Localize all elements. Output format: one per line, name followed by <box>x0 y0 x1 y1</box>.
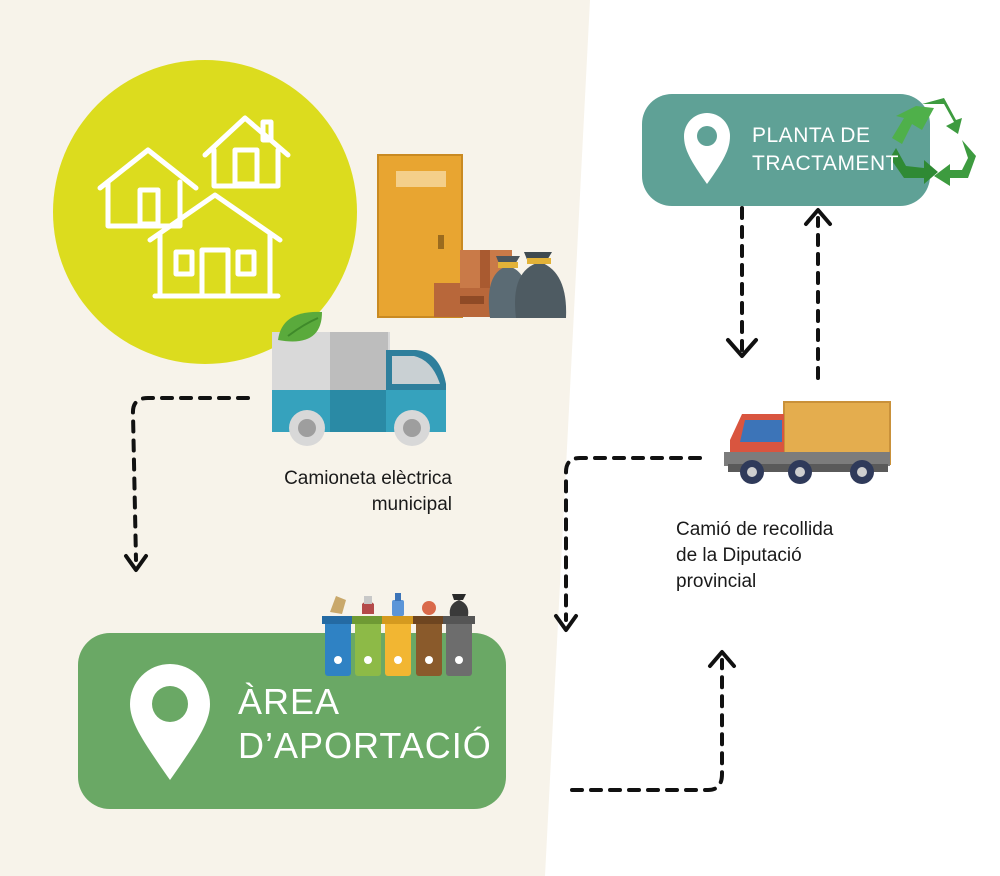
arrow-area-to-truck <box>570 658 724 792</box>
trash-bag-icon <box>488 252 567 318</box>
area-title: ÀREA D’APORTACIÓ <box>238 680 492 768</box>
arrow-van-to-area <box>130 396 250 562</box>
bin-grey <box>443 594 475 676</box>
arrow-truck-to-area <box>564 456 702 622</box>
truck-icon <box>724 401 891 484</box>
flow-arrows <box>130 206 820 792</box>
arrowheads <box>124 208 832 668</box>
houses-circle <box>53 60 357 364</box>
arrowhead-up <box>708 650 736 668</box>
truck-label-line1: Camió de recollida <box>676 519 834 540</box>
truck-label-line2: de la Diputació <box>676 545 802 566</box>
arrowhead-down <box>124 554 148 572</box>
van-label-line2: municipal <box>371 494 452 515</box>
truck-label: Camió de recollida de la Diputació provi… <box>676 517 896 595</box>
truck-label-line3: provincial <box>676 571 757 592</box>
bin-blue <box>322 596 354 676</box>
arrowhead-down <box>726 338 758 358</box>
planta-title-line1: PLANTA DE <box>752 124 871 147</box>
van-label-line1: Camioneta elèctrica <box>284 468 452 489</box>
location-pin-icon <box>130 664 210 780</box>
recycling-bins-icon <box>322 593 475 676</box>
houses-icon <box>97 115 291 299</box>
arrowhead-down <box>554 614 578 632</box>
location-pin-icon <box>684 113 730 184</box>
electric-van-icon <box>272 311 446 446</box>
bin-yellow <box>382 593 414 676</box>
area-title-line1: ÀREA <box>238 681 341 722</box>
planta-title-line2: TRACTAMENT <box>752 152 899 175</box>
planta-title: PLANTA DE TRACTAMENT <box>752 122 899 178</box>
bin-green <box>352 596 384 676</box>
van-label: Camioneta elèctrica municipal <box>262 466 452 518</box>
recycle-icon <box>890 98 976 186</box>
bin-brown <box>413 601 445 676</box>
arrowhead-up <box>804 208 832 226</box>
area-title-line2: D’APORTACIÓ <box>238 725 492 766</box>
